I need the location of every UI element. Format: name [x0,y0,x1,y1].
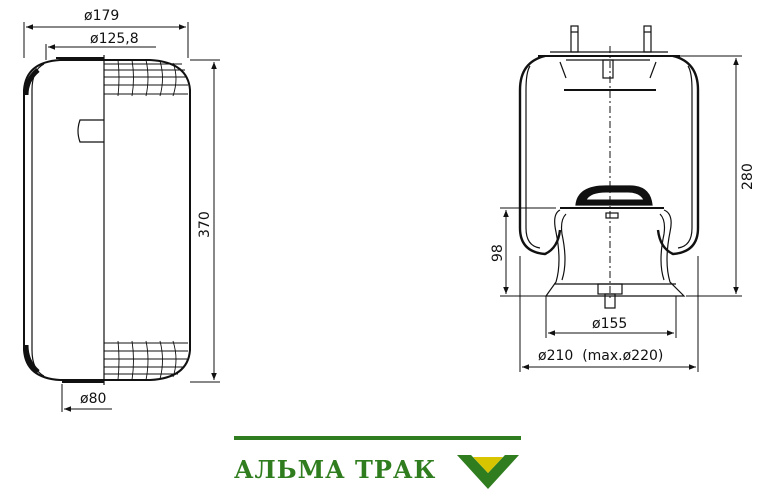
brand-name: АЛЬМА ТРАК [234,455,437,484]
left-bottom-band [104,340,188,381]
left-view-air-spring [23,55,191,385]
right-dimensions [500,55,742,372]
right-view-air-spring [518,25,700,309]
brand-underline [234,436,521,440]
dim-outer-diameter: ø179 [84,8,119,24]
left-dimensions [23,22,220,412]
dim-piston-height: 98 [490,244,506,262]
dim-right-height: 280 [740,163,756,190]
dim-left-height: 370 [197,211,213,238]
dim-bottom-plate: ø80 [80,391,106,407]
left-top-band [104,59,188,97]
left-bellow-outline [23,59,191,381]
right-bellow-outline [518,54,700,256]
dim-piston-diameter: ø155 [592,316,627,332]
right-piston [544,209,686,297]
dim-bellow-diameter: ø210 (max.ø220) [538,348,663,364]
dim-top-plate: ø125,8 [90,31,139,47]
chevron-down-icon [457,455,519,489]
